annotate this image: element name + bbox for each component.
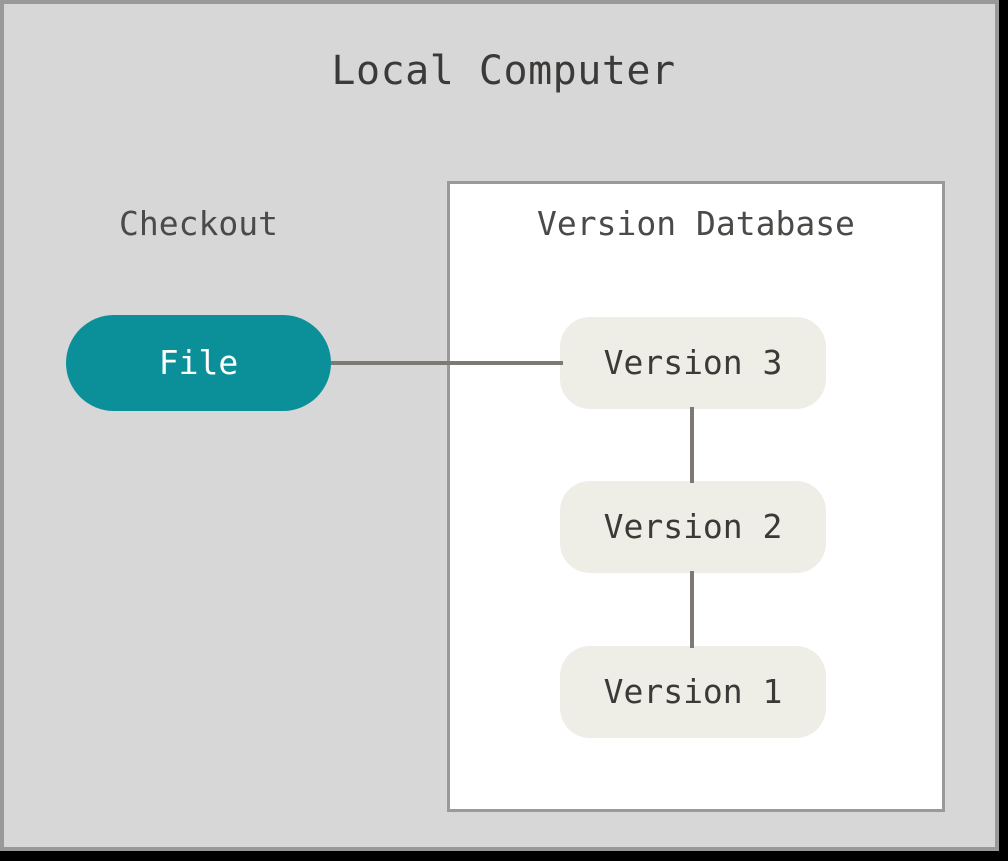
connector-file-to-version-3 xyxy=(331,361,563,365)
checkout-label: Checkout xyxy=(119,204,278,243)
file-node[interactable]: File xyxy=(66,315,331,411)
version-database-label: Version Database xyxy=(537,204,855,243)
connector-version-3-to-version-2 xyxy=(690,407,694,483)
version-node-2-label: Version 2 xyxy=(603,507,783,546)
diagram-title: Local Computer xyxy=(331,48,676,94)
version-node-3-label: Version 3 xyxy=(603,343,783,382)
version-node-3[interactable]: Version 3 xyxy=(560,317,826,409)
connector-version-2-to-version-1 xyxy=(690,571,694,648)
version-node-1-label: Version 1 xyxy=(603,672,783,711)
frame-strip-right xyxy=(999,0,1008,861)
local-computer-panel: Local Computer Checkout File Version Dat… xyxy=(0,0,999,851)
file-node-label: File xyxy=(158,343,239,382)
version-node-2[interactable]: Version 2 xyxy=(560,481,826,573)
frame-strip-bottom xyxy=(0,851,1008,861)
version-node-1[interactable]: Version 1 xyxy=(560,646,826,738)
